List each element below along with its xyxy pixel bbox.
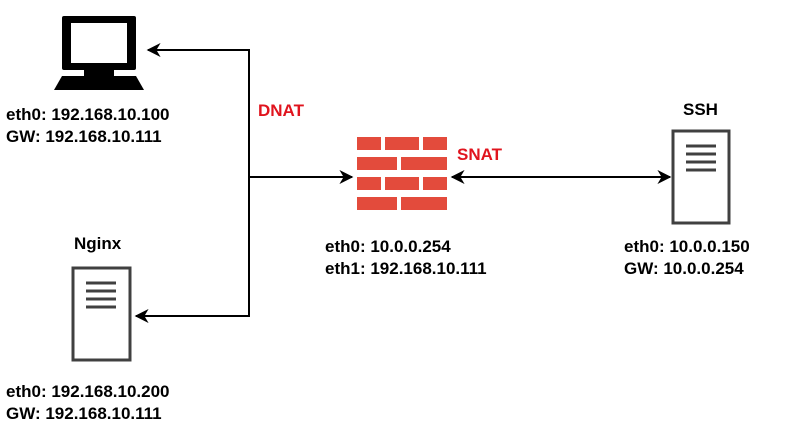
brick-wall-firewall-icon [357, 137, 447, 210]
nginx-server-icon [71, 266, 132, 362]
ssh-server-icon [671, 129, 731, 225]
connector-lines [134, 43, 672, 323]
dnat-link-to-client [146, 43, 250, 177]
ssh-gw-label: GW: 10.0.0.254 [624, 259, 744, 278]
firewall-eth0-label: eth0: 10.0.0.254 [325, 237, 451, 256]
dnat-label: DNAT [258, 101, 304, 120]
firewall-eth1-label: eth1: 192.168.10.111 [325, 259, 487, 278]
snat-label: SNAT [457, 145, 503, 164]
desktop-monitor-icon [54, 16, 144, 90]
nginx-ip-label: eth0: 192.168.10.200 [6, 382, 170, 401]
ssh-title: SSH [683, 100, 718, 119]
client-ip-label: eth0: 192.168.10.100 [6, 105, 170, 124]
ssh-ip-label: eth0: 10.0.0.150 [624, 237, 750, 256]
client-gw-label: GW: 192.168.10.111 [6, 127, 162, 146]
nginx-gw-label: GW: 192.168.10.111 [6, 404, 162, 423]
nginx-title: Nginx [74, 234, 122, 253]
dnat-link-to-nginx [134, 177, 250, 323]
